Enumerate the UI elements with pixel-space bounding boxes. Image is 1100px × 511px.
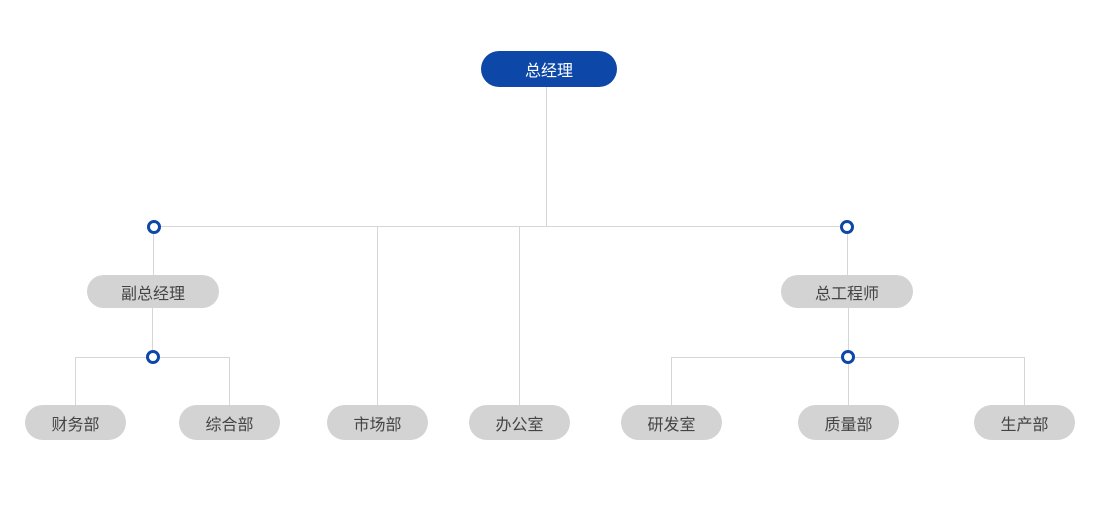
connector-line — [848, 357, 849, 407]
connector-line — [546, 87, 547, 226]
node-quality-department[interactable]: 质量部 — [798, 405, 899, 440]
junction-dot — [147, 220, 161, 234]
connector-line — [847, 226, 848, 276]
connector-line — [1024, 357, 1025, 407]
node-finance-department[interactable]: 财务部 — [25, 405, 126, 440]
connector-line — [848, 307, 849, 357]
connector-line — [519, 226, 520, 407]
node-deputy-general-manager[interactable]: 副总经理 — [87, 275, 219, 308]
connector-line — [153, 226, 154, 276]
connector-line — [229, 357, 230, 407]
node-office[interactable]: 办公室 — [469, 405, 570, 440]
node-production-department[interactable]: 生产部 — [974, 405, 1075, 440]
node-marketing-department[interactable]: 市场部 — [327, 405, 428, 440]
connector-line — [154, 226, 847, 227]
node-general-department[interactable]: 综合部 — [179, 405, 280, 440]
node-general-manager[interactable]: 总经理 — [481, 51, 617, 87]
junction-dot — [840, 220, 854, 234]
junction-dot — [841, 350, 855, 364]
connector-line — [377, 226, 378, 407]
node-rnd-office[interactable]: 研发室 — [621, 405, 722, 440]
connector-line — [671, 357, 672, 407]
node-chief-engineer[interactable]: 总工程师 — [781, 275, 913, 308]
connector-line — [152, 307, 153, 357]
connector-line — [75, 357, 76, 407]
junction-dot — [146, 350, 160, 364]
